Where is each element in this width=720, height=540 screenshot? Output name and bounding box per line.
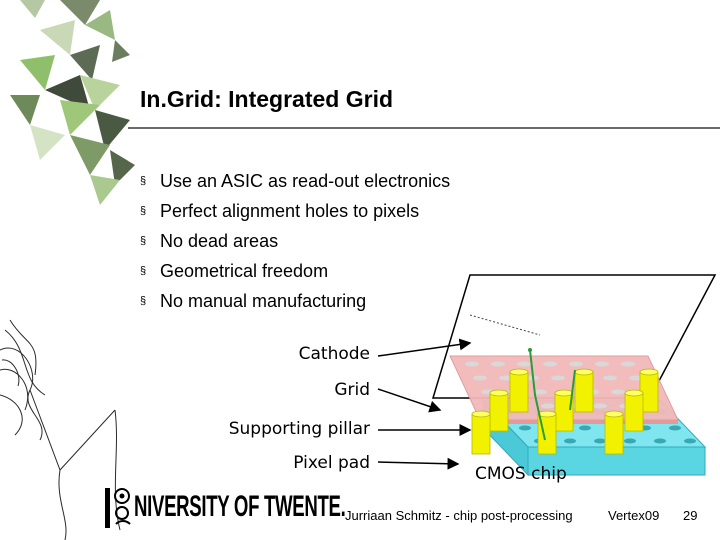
footer-event: Vertex09 <box>608 508 660 523</box>
bullet-item: § Use an ASIC as read-out electronics <box>140 166 450 196</box>
footer-author: Jurriaan Schmitz - chip post-processing <box>345 508 573 523</box>
track-line <box>529 349 576 441</box>
bullet-icon: § <box>140 235 147 247</box>
label-cathode: Cathode <box>298 344 370 364</box>
bullet-icon: § <box>140 295 147 307</box>
arrow-pixel-pad <box>377 457 460 470</box>
bullet-icon: § <box>140 175 147 187</box>
label-cmos-chip: CMOS chip <box>475 464 567 484</box>
bullet-text: Perfect alignment holes to pixels <box>160 200 420 221</box>
bullet-icon: § <box>140 205 147 217</box>
university-logo-emblem <box>105 488 131 528</box>
bullet-list: § Use an ASIC as read-out electronics § … <box>140 166 450 316</box>
bullet-item: § Geometrical freedom <box>140 256 450 286</box>
decorative-scribble <box>0 319 121 540</box>
slide-title: In.Grid: Integrated Grid <box>140 86 394 112</box>
bullet-text: Geometrical freedom <box>160 260 329 281</box>
page-number: 29 <box>683 508 698 523</box>
bullet-item: § Perfect alignment holes to pixels <box>140 196 450 226</box>
title-divider <box>128 127 720 129</box>
label-pixel-pad: Pixel pad <box>293 453 370 473</box>
decorative-polygons <box>10 0 135 205</box>
label-supporting-pillar: Supporting pillar <box>228 419 370 439</box>
bullet-icon: § <box>140 265 147 277</box>
bullet-item: § No manual manufacturing <box>140 286 450 316</box>
bullet-text: Use an ASIC as read-out electronics <box>160 170 451 191</box>
bullet-text: No dead areas <box>160 230 279 251</box>
arrow-grid <box>377 388 442 413</box>
supporting-pillars <box>471 368 659 455</box>
university-logo-text: NIVERSITY OF TWENTE. <box>134 490 346 523</box>
bullet-text: No manual manufacturing <box>160 290 367 311</box>
bullet-item: § No dead areas <box>140 226 450 256</box>
cathode-track <box>469 314 541 336</box>
arrow-cathode <box>377 338 472 357</box>
label-grid: Grid <box>334 380 370 400</box>
